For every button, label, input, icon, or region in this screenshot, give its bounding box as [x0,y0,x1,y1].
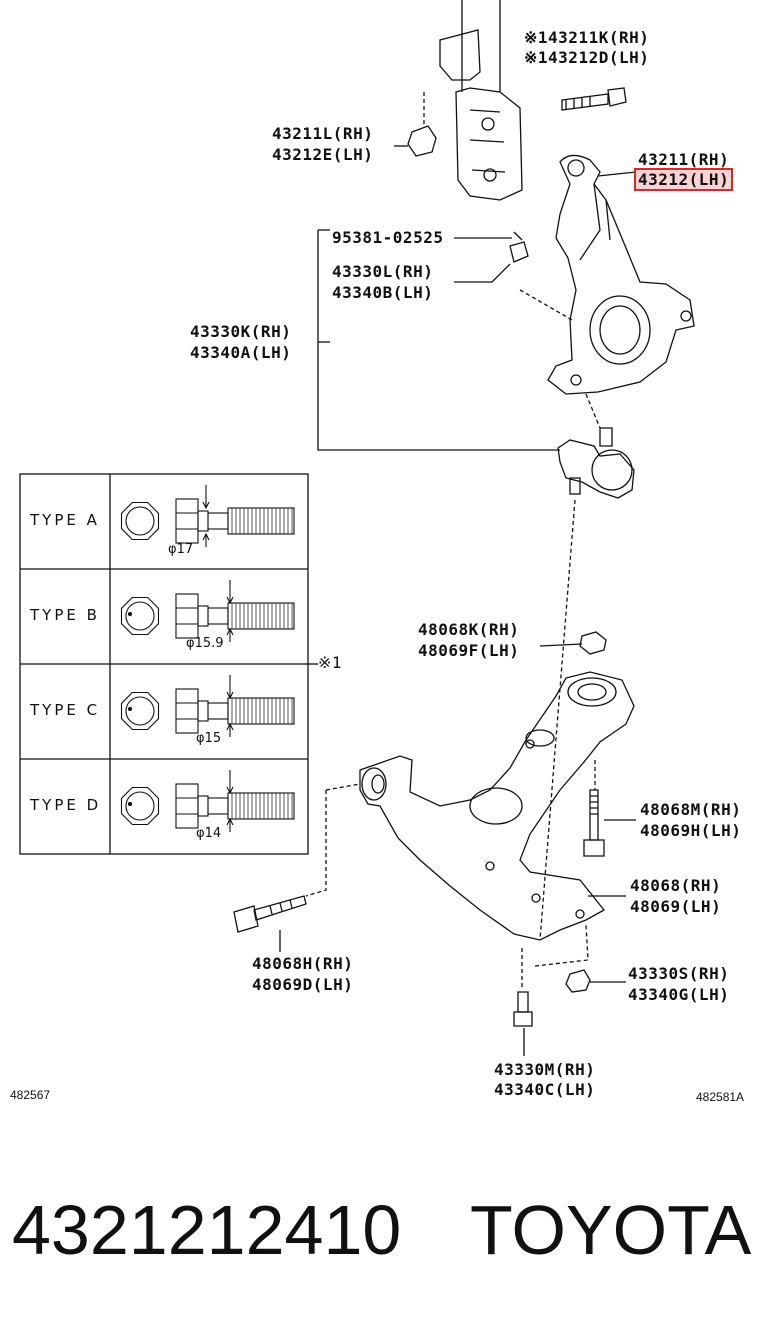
type-dimension-arrows [226,596,234,636]
type-bolt-shank [207,607,229,625]
label-43330k: 43330K(RH) [190,322,292,341]
type-bolt-head [175,498,199,544]
label-43212-highlighted[interactable]: 43212(LH) [633,168,734,191]
label-43211: 43211(RH) [638,150,730,169]
type-bolt-head-lines [176,797,198,815]
label-95381: 95381-02525 [332,228,444,247]
label-48069: 48069(LH) [630,897,722,916]
label-43211l: 43211L(RH) [272,124,374,143]
type-bolt-shank [207,702,229,720]
type-nut-inner-circle [125,601,155,631]
label-43330s: 43330S(RH) [628,964,730,983]
type-nut-mark [127,801,133,807]
type-bolt-thread-lines [231,603,293,629]
footer-part-number: 4321212410 [12,1191,402,1269]
type-dimension-arrows [202,501,210,541]
type-dimension-arrows [226,691,234,731]
label-ref-1: ※1 [318,653,343,672]
type-c-label: TYPE C [30,701,101,719]
label-48069h: 48069H(LH) [640,821,742,840]
type-b-label: TYPE B [30,606,100,624]
label-43340a: 43340A(LH) [190,343,292,362]
bolt-43330m [517,991,529,1013]
type-nut-end-view [120,501,160,541]
type-bolt-thread [227,697,295,725]
bolt-horizontal [253,895,307,921]
bolt-vertical [589,789,599,841]
nut-48068k [579,631,607,655]
type-bolt-head-lines [176,702,198,720]
type-dimension-arrows [226,786,234,826]
label-48069d: 48069D(LH) [252,975,354,994]
strut-bracket [439,29,481,81]
label-48068m: 48068M(RH) [640,800,742,819]
type-nut-inner-circle [125,791,155,821]
type-a-label: TYPE A [30,511,100,529]
castle-nut [509,241,529,263]
label-48068h: 48068H(RH) [252,954,354,973]
type-bolt-head [175,593,199,639]
type-bolt-collar [197,795,209,817]
type-nut-mark [127,611,133,617]
type-bolt-head-lines [176,512,198,530]
label-43330l: 43330L(RH) [332,262,434,281]
type-bolt-thread-lines [231,698,293,724]
type-nut-end-view [120,786,160,826]
label-43212d: ※143212D(LH) [524,48,650,67]
steering-knuckle [547,154,695,395]
type-d-diameter: φ14 [196,826,222,841]
label-48068k: 48068K(RH) [418,620,520,639]
type-bolt-collar [197,605,209,627]
code-left: 482567 [10,1088,51,1102]
bolt-top [561,93,609,111]
type-bolt-thread [227,507,295,535]
type-bolt-shank [207,512,229,530]
type-nut-inner-circle [125,506,155,536]
strut-body [461,0,501,92]
label-43340c: 43340C(LH) [494,1080,596,1099]
label-48068: 48068(RH) [630,876,722,895]
type-nut-inner-circle [125,696,155,726]
type-bolt-shank [207,797,229,815]
type-nut-mark [127,706,133,712]
label-48069f: 48069F(LH) [418,641,520,660]
nut-43330s [565,969,591,993]
type-bolt-collar [197,510,209,532]
type-a-diameter: φ17 [168,542,194,557]
lower-control-arm [359,671,635,941]
type-bolt-head [175,688,199,734]
label-43340b: 43340B(LH) [332,283,434,302]
type-bolt-head [175,783,199,829]
type-b-diameter: φ15.9 [186,636,224,651]
label-43340g: 43340G(LH) [628,985,730,1004]
type-bolt-head-lines [176,607,198,625]
label-43212e: 43212E(LH) [272,145,374,164]
type-c-diameter: φ15 [196,731,222,746]
label-43330m: 43330M(RH) [494,1060,596,1079]
type-bolt-thread-lines [231,793,293,819]
ball-joint [557,439,635,499]
label-43211k: ※143211K(RH) [524,28,650,47]
type-nut-end-view [120,691,160,731]
type-bolt-thread-lines [231,508,293,534]
code-right: 482581A [696,1090,745,1104]
footer-brand: TOYOTA [470,1191,752,1269]
type-bolt-thread [227,602,295,630]
type-bolt-collar [197,700,209,722]
type-bolt-thread [227,792,295,820]
type-nut-end-view [120,596,160,636]
type-d-label: TYPE D [30,796,102,814]
nut-top [407,125,437,157]
